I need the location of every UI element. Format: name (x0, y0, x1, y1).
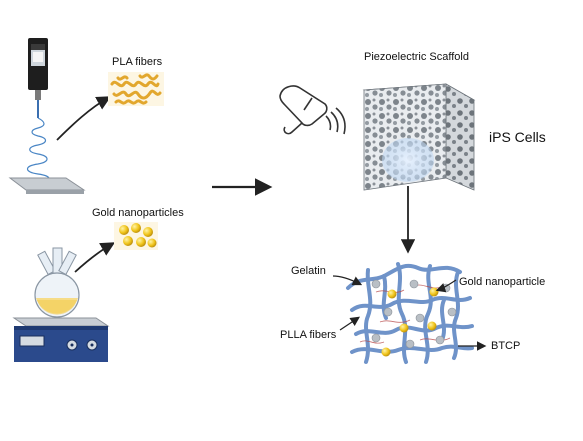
ips-cells-region (382, 138, 434, 182)
electrospin-spiral (26, 117, 50, 185)
hotplate-top (12, 317, 110, 327)
syringe-needle-hub (35, 90, 41, 100)
btcp-particles (371, 279, 457, 349)
plla-fiber-network (346, 262, 474, 364)
label-gold-nanoparticle: Gold nanoparticle (459, 276, 546, 288)
gold-particles-network (381, 287, 439, 357)
label-btcp: BTCP (491, 340, 521, 352)
arrow-to-gold-nanoparticles (74, 242, 116, 273)
ultrasound-probe-icon (279, 85, 346, 135)
label-gold-nanoparticles: Gold nanoparticles (92, 207, 184, 219)
label-plla-fibers: PLLA fibers (280, 329, 337, 341)
callout-gelatin (332, 275, 363, 286)
callout-gold-nanoparticle (435, 279, 457, 293)
gold-nanoparticles-icon (114, 222, 158, 250)
collector-plate (8, 177, 86, 191)
callout-plla-fibers (339, 316, 360, 331)
label-ips-cells: iPS Cells (489, 129, 546, 145)
label-pla-fibers: PLA fibers (112, 56, 163, 68)
arrow-to-pla-fibers (56, 96, 112, 141)
piezoelectric-scaffold-cube (362, 83, 476, 191)
label-piezoelectric-scaffold: Piezoelectric Scaffold (364, 51, 469, 63)
hotplate-flask-setup (12, 247, 110, 362)
electrospinning-setup (8, 38, 86, 194)
label-gelatin: Gelatin (291, 265, 326, 277)
pla-fibers-icon (108, 72, 164, 106)
